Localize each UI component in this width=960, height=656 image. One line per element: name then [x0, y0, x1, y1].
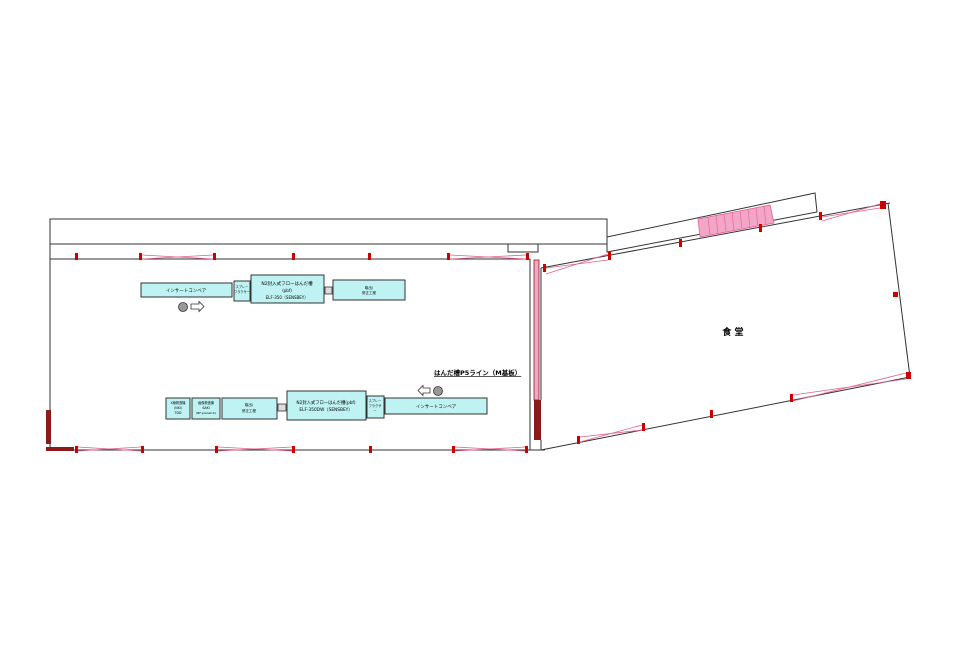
- lower-flow-direction: [417, 384, 443, 397]
- left-top-windows: [75, 253, 529, 260]
- canteen-label: 食 堂: [721, 326, 743, 338]
- window-mark: [525, 446, 528, 453]
- lower-xray-inspection-label-1: X線検査機: [171, 400, 187, 405]
- partition-wall: [529, 259, 545, 451]
- window-mark: [790, 394, 793, 402]
- line-title: はんだ槽P5ライン（M基板）: [434, 368, 521, 377]
- window-mark: [880, 201, 886, 209]
- window-mark: [608, 252, 611, 260]
- window-mark: [759, 224, 762, 232]
- window-cross: [579, 372, 907, 443]
- operator-icon: [433, 386, 443, 396]
- lower-insert-conveyor: [384, 397, 488, 415]
- upper-connector: [324, 286, 333, 295]
- lower-production-line: はんだ槽P5ライン（M基板） X線検査機 （NXI） TDD 画像検査機 SAK…: [165, 368, 521, 421]
- window-mark: [906, 372, 911, 379]
- window-cross: [141, 254, 527, 260]
- window-cross: [77, 446, 526, 452]
- window-mark: [526, 253, 529, 260]
- canteen-bottom-windows: [577, 372, 911, 444]
- arrow-left-icon: [417, 384, 431, 397]
- window-mark: [213, 253, 216, 260]
- left-building-small-step: [507, 243, 539, 253]
- upper-unload-repair-label-2: 修正工程: [362, 290, 376, 295]
- window-mark: [292, 253, 295, 260]
- upper-solder-bath-label-2: (pbf): [282, 288, 292, 293]
- window-mark: [368, 253, 371, 260]
- lower-spray-fluxer-label-3: ー: [373, 409, 376, 413]
- partition-strip: [533, 259, 540, 401]
- window-mark: [577, 436, 580, 444]
- upper-insert-conveyor: [140, 282, 233, 298]
- upper-unload-repair-label-1: 取出/: [365, 285, 374, 290]
- lower-xray-inspection: [165, 397, 191, 420]
- door-bottom-left: [46, 447, 74, 451]
- lower-image-inspection-label-3: (BF-planet-X): [196, 411, 216, 415]
- door-right-lower: [534, 400, 541, 440]
- left-building-roof-band: [49, 218, 608, 245]
- door-left: [46, 410, 51, 444]
- window-mark: [369, 446, 372, 453]
- lower-image-inspection-label-2: SAKI: [202, 406, 209, 410]
- upper-solder-bath: [250, 274, 325, 304]
- upper-unload-repair: [332, 279, 406, 301]
- lower-unload-repair: [221, 397, 278, 420]
- upper-flow-direction: [178, 300, 205, 313]
- lower-spray-fluxer-label-2: フラクサ: [369, 403, 382, 408]
- canteen-stairs: [697, 204, 775, 238]
- upper-spray-fluxer-label-1: スプレー: [236, 284, 249, 289]
- left-bottom-windows: [75, 446, 528, 453]
- lower-solder-bath-label-2: ELF-350DW（SENSBEY）: [299, 407, 352, 413]
- lower-unload-repair-label-1: 取出/: [245, 402, 254, 407]
- lower-spray-fluxer: [366, 395, 385, 419]
- upper-solder-bath-label-1: N2封入式フローはんだ槽: [261, 280, 313, 287]
- upper-spray-fluxer-label-2: フラクサー: [234, 289, 250, 294]
- window-cross: [545, 203, 881, 275]
- window-mark: [447, 253, 450, 260]
- operator-icon: [178, 302, 188, 312]
- stairs-fill: [697, 204, 775, 238]
- upper-solder-bath-label-3: ELF-350（SENSBEY）: [266, 295, 308, 300]
- lower-connector: [277, 403, 287, 412]
- upper-spray-fluxer: [233, 280, 251, 302]
- lower-spray-fluxer-label-1: スプレー: [369, 398, 382, 403]
- lower-solder-bath-label-1: N2封入式フローはんだ槽(pbf): [296, 399, 356, 406]
- window-mark: [215, 446, 218, 453]
- lower-xray-inspection-label-2: （NXI）: [172, 405, 184, 410]
- lower-insert-conveyor-label: インサートコンベア: [416, 404, 457, 410]
- window-mark: [452, 446, 455, 453]
- canteen-wall-right: [887, 202, 911, 378]
- window-mark: [292, 446, 295, 453]
- window-mark: [543, 264, 546, 272]
- window-mark: [75, 253, 78, 260]
- window-mark: [75, 446, 78, 453]
- window-mark: [710, 410, 713, 418]
- window-mark: [141, 446, 144, 453]
- window-mark: [679, 239, 682, 247]
- lower-xray-inspection-label-3: TDD: [174, 411, 182, 415]
- lower-image-inspection-label-1: 画像検査機: [198, 400, 215, 405]
- lower-image-inspection: [191, 397, 221, 420]
- window-mark: [139, 253, 142, 260]
- window-mark: [819, 212, 822, 220]
- canteen-wall-bottom: [540, 376, 911, 451]
- upper-production-line: インサートコンベア スプレー フラクサー N2封入式フローはんだ槽 (pbf) …: [140, 274, 406, 313]
- window-mark: [893, 292, 898, 297]
- lower-unload-repair-label-2: 修正工程: [242, 408, 256, 413]
- lower-solder-bath: [286, 390, 367, 421]
- canteen-top-windows: [543, 201, 886, 275]
- upper-insert-conveyor-label: インサートコンベア: [166, 288, 207, 294]
- arrow-right-icon: [190, 300, 205, 313]
- window-mark: [642, 423, 645, 431]
